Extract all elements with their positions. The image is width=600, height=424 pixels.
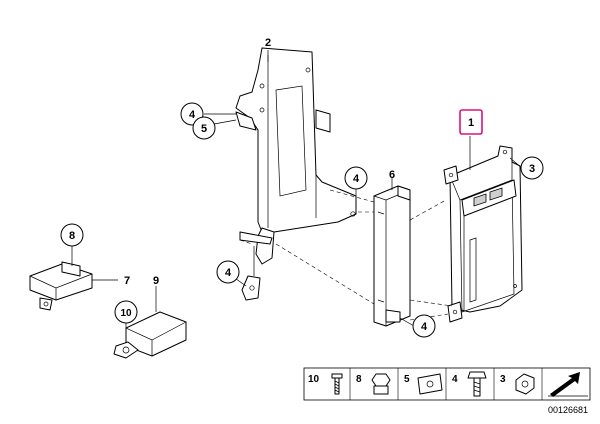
callout-1[interactable]: 1 bbox=[459, 109, 483, 135]
callout-1-label: 1 bbox=[468, 117, 474, 129]
sensor-7-part[interactable] bbox=[29, 261, 93, 311]
callout-4-bottom-label: 4 bbox=[225, 267, 232, 279]
callout-7[interactable]: 7 bbox=[124, 275, 130, 287]
callout-8[interactable]: 8 bbox=[60, 223, 84, 247]
callout-2-label: 2 bbox=[265, 37, 271, 49]
callout-7-label: 7 bbox=[124, 275, 130, 287]
nut-icon bbox=[371, 373, 391, 395]
arrow-icon bbox=[548, 372, 588, 397]
sensor-9-part[interactable] bbox=[113, 311, 187, 359]
legend-4-label: 4 bbox=[452, 374, 458, 385]
callout-6[interactable]: 6 bbox=[389, 169, 395, 181]
legend-10-label: 10 bbox=[308, 374, 320, 385]
clip-nut-icon bbox=[417, 373, 443, 395]
callout-4-middle[interactable]: 4 bbox=[344, 166, 368, 190]
callout-2[interactable]: 2 bbox=[265, 37, 271, 49]
legend-3-label: 3 bbox=[500, 374, 506, 385]
callout-8-label: 8 bbox=[69, 230, 75, 242]
control-unit-part[interactable] bbox=[443, 145, 523, 323]
callout-10-label: 10 bbox=[120, 308, 132, 319]
legend-8-label: 8 bbox=[356, 374, 362, 385]
assembly-lines bbox=[239, 189, 453, 321]
legend-5-label: 5 bbox=[404, 374, 410, 385]
callout-4-bottom-left[interactable]: 4 bbox=[216, 260, 240, 284]
callout-4-right-label: 4 bbox=[421, 321, 428, 333]
callout-9[interactable]: 9 bbox=[153, 275, 159, 287]
callout-6-label: 6 bbox=[389, 169, 395, 181]
leader-lines bbox=[71, 50, 523, 340]
callout-4-middle-label: 4 bbox=[353, 173, 360, 185]
callout-3[interactable]: 3 bbox=[520, 156, 544, 180]
callout-4-bottom-right[interactable]: 4 bbox=[412, 314, 436, 338]
callout-3-label: 3 bbox=[529, 163, 535, 175]
hex-bolt-icon bbox=[467, 371, 487, 397]
module-6-part[interactable] bbox=[373, 185, 411, 327]
bracket-part[interactable] bbox=[235, 47, 357, 301]
fastener-legend: 10 8 5 4 3 bbox=[303, 367, 591, 401]
screw-icon bbox=[331, 373, 343, 395]
callout-4-label: 4 bbox=[189, 109, 196, 121]
callout-5-label: 5 bbox=[201, 123, 207, 135]
document-number: 00126681 bbox=[548, 405, 588, 415]
callout-10[interactable]: 10 bbox=[114, 300, 138, 324]
hex-nut-icon bbox=[515, 373, 535, 395]
callout-5[interactable]: 5 bbox=[192, 116, 216, 140]
callout-9-label: 9 bbox=[153, 275, 159, 287]
